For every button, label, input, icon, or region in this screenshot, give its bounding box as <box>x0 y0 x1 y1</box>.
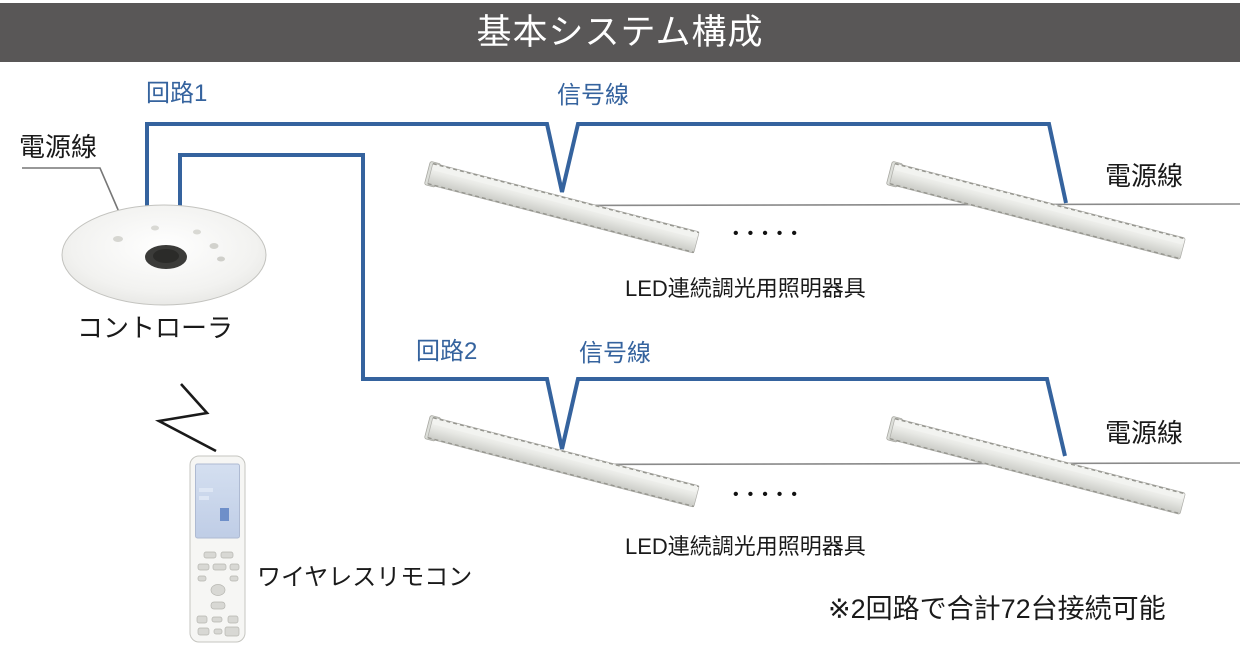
circuit1-label: 回路1 <box>146 80 208 107</box>
page-title: 基本システム構成 <box>476 13 764 52</box>
power-line-row2 <box>551 462 1240 466</box>
remote-buttons <box>196 551 240 637</box>
remote-screen <box>195 463 240 539</box>
power-line-left-label: 電源線 <box>19 132 98 162</box>
led-fixture-1 <box>424 161 700 254</box>
controller-indicator-dot <box>193 229 201 235</box>
controller-indicator-dot <box>209 243 219 249</box>
remote-control-device <box>189 455 246 643</box>
controller-indicator-dot <box>151 225 159 231</box>
circuit2-line <box>178 153 1067 457</box>
power-line-leader <box>22 167 120 213</box>
controller-label: コントローラ <box>77 313 234 343</box>
remote-label: ワイヤレスリモコン <box>257 564 473 591</box>
note-text: ※2回路で合計72台接続可能 <box>828 594 1166 624</box>
circuit2-label: 回路2 <box>416 338 478 365</box>
power-line-row1 <box>551 203 1240 207</box>
controller-device <box>61 204 267 306</box>
led-fixture-4 <box>886 416 1186 515</box>
power-line-right1-label: 電源線 <box>1105 161 1184 191</box>
title-bar: 基本システム構成 <box>0 3 1240 62</box>
fixtures-row1-label: LED連続調光用照明器具 <box>625 276 866 301</box>
power-line-right2-label: 電源線 <box>1105 418 1184 448</box>
led-fixture-3 <box>424 415 700 508</box>
ellipsis-row1: ••••• <box>733 225 807 242</box>
remote-screen-cursor <box>220 508 229 521</box>
circuit1-line <box>145 122 1068 207</box>
led-fixture-2 <box>886 161 1186 260</box>
controller-indicator-dot <box>217 256 225 262</box>
controller-indicator-dot <box>113 236 123 242</box>
wireless-signal-zigzag-icon <box>154 383 217 453</box>
ellipsis-row2: ••••• <box>733 486 807 503</box>
signal-line1-label: 信号線 <box>557 82 629 109</box>
signal-line2-label: 信号線 <box>579 340 651 367</box>
fixtures-row2-label: LED連続調光用照明器具 <box>625 534 866 559</box>
